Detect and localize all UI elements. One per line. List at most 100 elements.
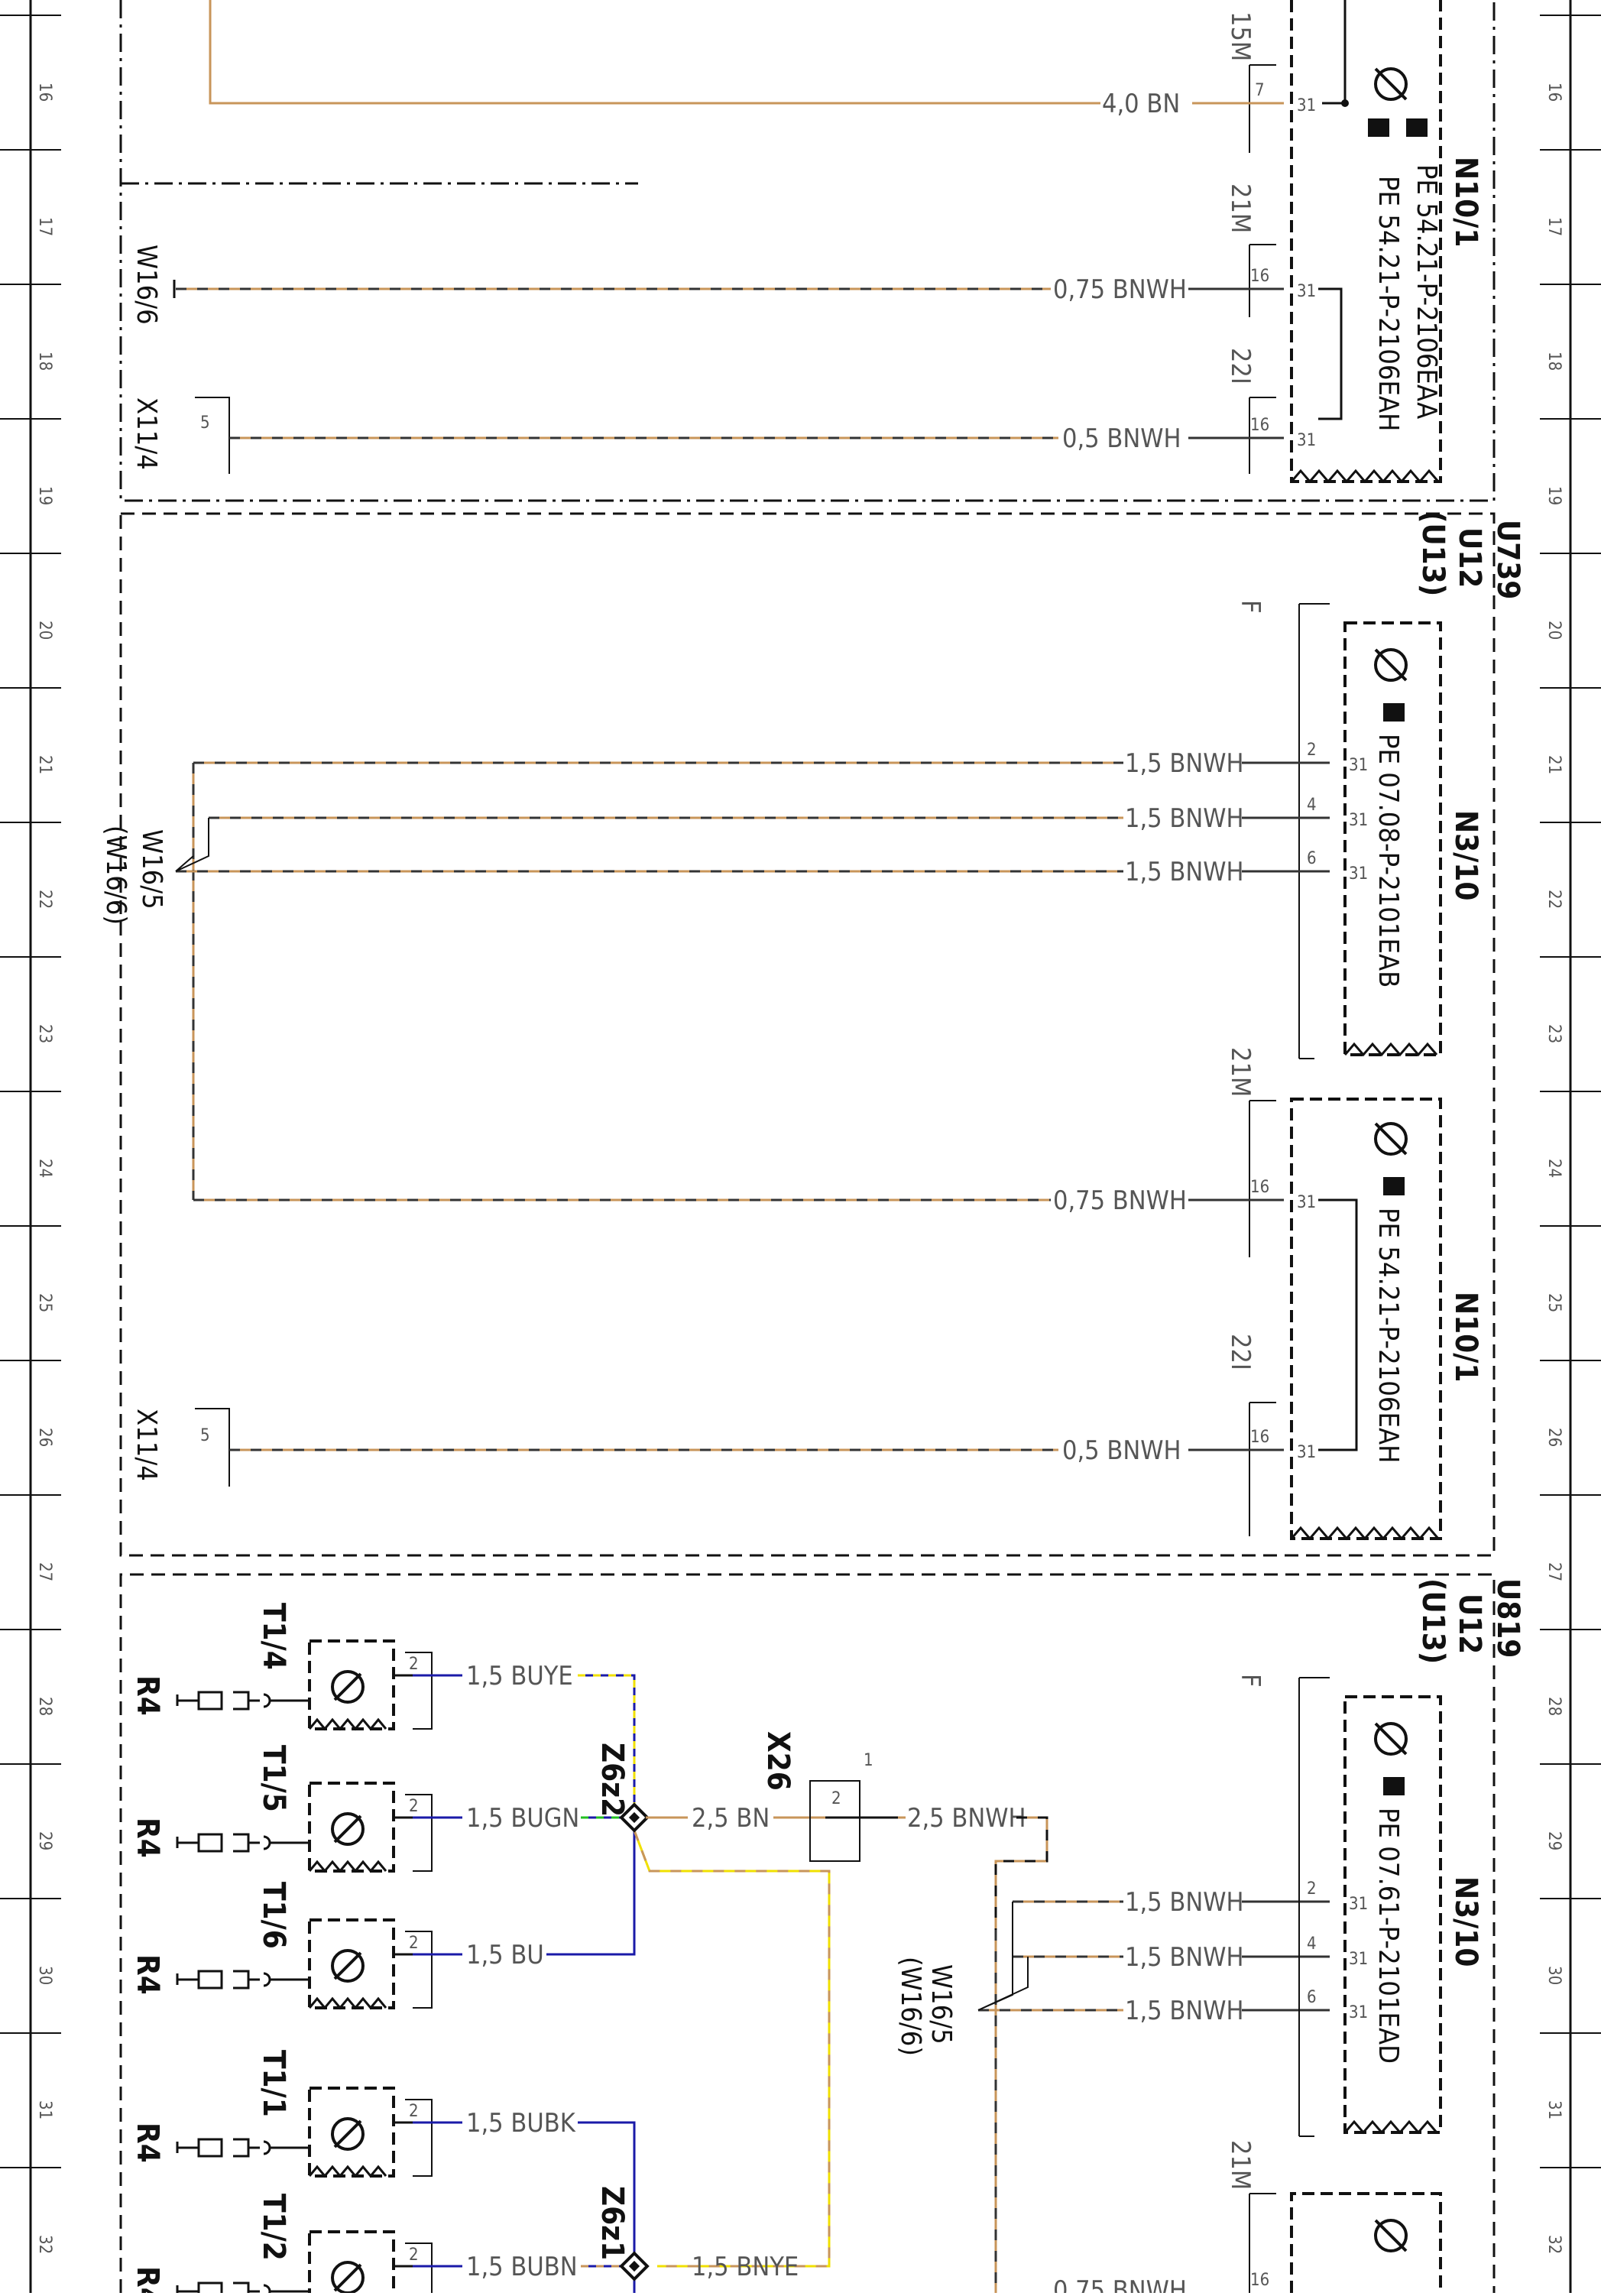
n3-10-mid-tag: N3/10	[1448, 810, 1483, 900]
wire-label: 1,5 BNWH	[1125, 748, 1243, 779]
terminal-number: 31	[1297, 1443, 1316, 1462]
z6z2-splice-wiring: Z6z2 2,5 BN	[546, 1674, 831, 2268]
pin-number: 6	[1307, 1988, 1317, 2007]
splice-w16-6-mid: (W16/6)	[100, 825, 131, 925]
grid-row-number: 22	[1544, 890, 1564, 909]
pin-number: 2	[409, 1655, 419, 1674]
pin-number: 2	[409, 2102, 419, 2121]
terminal-number: 31	[1349, 756, 1368, 775]
source-pin: 5	[200, 413, 210, 433]
grid-row-number: 26	[1544, 1428, 1564, 1447]
connector-bracket	[1249, 64, 1276, 153]
n10-1-mid-tag: N10/1	[1448, 1292, 1483, 1382]
pin-number: 7	[1255, 81, 1265, 100]
grid-row-number: 20	[35, 621, 54, 640]
variant-u12-mid: U12	[1452, 527, 1487, 588]
wires-n3-10-mid: 1,5 BNWH 1,5 BNWH 1,5 BNWH 2 4 6 31 31 3…	[175, 741, 1368, 1200]
wires-n3-10-bottom: 1,5 BNWH 1,5 BNWH 1,5 BNWH 2 4 6 31 31 3…	[977, 1879, 1368, 2293]
terminal-number: 31	[1349, 2003, 1368, 2022]
resistor-symbol	[176, 2281, 310, 2296]
connector-bracket	[1249, 244, 1276, 317]
z6z1-tag: Z6z1	[595, 2186, 630, 2260]
grid-row-number: 25	[1544, 1293, 1564, 1312]
z6z1-out-label: 1,5 BNYE	[692, 2252, 799, 2282]
pin-number: 6	[1307, 849, 1317, 868]
wire-label: 1,5 BUYE	[466, 1661, 573, 1691]
terminal-number: 31	[1349, 1895, 1368, 1914]
terminal-number: 31	[1349, 1950, 1368, 1969]
temperature-sensor-icon	[331, 2117, 365, 2151]
z6z1-splice-wiring: Z6z1 1,5 BNYE	[578, 2121, 799, 2293]
wire-label: 0,5 BNWH	[1062, 1435, 1181, 1466]
ground-symbol-icon	[1374, 2219, 1408, 2252]
ground-symbol-icon	[1374, 1122, 1408, 1156]
grid-row-number: 16	[35, 83, 54, 102]
wire-4-0-bn: 4,0 BN 7 31	[209, 0, 1349, 119]
conn-15m: 15M	[1225, 11, 1256, 61]
conn-21m-bottom: 21M	[1225, 2140, 1256, 2190]
pin-number: 2	[1307, 741, 1317, 760]
grid-row-number: 31	[35, 2100, 54, 2119]
grid-row-number: 29	[35, 1831, 54, 1850]
ground-symbol-icon	[1374, 67, 1408, 101]
resistor-label: R4	[130, 2123, 165, 2163]
grid-row-number: 27	[1544, 1562, 1564, 1581]
connector-bracket	[1249, 397, 1276, 474]
grid-row-number: 29	[1544, 1831, 1564, 1850]
sensor-box	[308, 1639, 395, 1730]
hand-pointer-icon	[1383, 703, 1405, 722]
pin-number: 2	[1307, 1879, 1317, 1899]
variant-u13-bottom: (U13)	[1415, 1578, 1450, 1664]
hand-pointer-icon	[1383, 1777, 1405, 1795]
conn-f-mid: F	[1235, 600, 1266, 614]
pin-number: 2	[409, 1934, 419, 1953]
sensor-label: T1/5	[256, 1745, 291, 1812]
grid-row-number: 32	[1544, 2235, 1564, 2254]
n10-1-top-ref-2: PE 54.21-P-2106EAH	[1373, 176, 1404, 431]
grid-row-number: 19	[1544, 486, 1564, 505]
sensor-label: T1/1	[256, 2050, 291, 2117]
temperature-sensor-icon	[331, 1812, 365, 1846]
variant-u739: U739	[1490, 520, 1525, 599]
n10-1-top-module: N10/1 PE 54.21-P-2106EAA PE 54.21-P-2106…	[1290, 0, 1483, 484]
n3-10-bottom-ref: PE 07.61-P-2101EAD	[1373, 1808, 1404, 2064]
terminal-number: 31	[1349, 864, 1368, 884]
grid-row-number: 28	[35, 1697, 54, 1716]
sensor-box	[308, 2230, 395, 2296]
variant-u13-mid: (U13)	[1415, 511, 1450, 596]
connector-bracket	[1249, 1100, 1276, 1257]
wire-from-x26: 2,5 BNWH	[907, 1803, 1026, 1834]
n3-10-module-mid: N3/10 PE 07.08-P-2101EAB F	[1235, 600, 1483, 1059]
grid-row-number: 27	[35, 1562, 54, 1581]
pin-number: 2	[409, 2246, 419, 2265]
ground-symbol-icon	[1374, 648, 1408, 682]
terminal-number: 31	[1297, 96, 1316, 115]
grid-row-number: 31	[1544, 2100, 1564, 2119]
variant-u12-bottom: U12	[1452, 1594, 1487, 1654]
bottom-wire-label: 0,75 BNWH	[1053, 2275, 1187, 2293]
wire-label: 1,5 BNWH	[1125, 1996, 1243, 2026]
hand-pointer-icon	[1406, 118, 1428, 137]
pin-number: 16	[1250, 2271, 1269, 2290]
wire-0-75-bnwh-mid: 0,75 BNWH 16 31	[193, 1178, 1358, 1451]
temperature-sensor-icon	[331, 1670, 365, 1704]
wire-0-5-bnwh-top: X11/4 5 0,5 BNWH 16 31	[131, 397, 1316, 474]
sensor-label: T1/4	[256, 1603, 291, 1670]
terminal-number: 31	[1297, 431, 1316, 450]
splice-junction-icon	[619, 2251, 650, 2281]
conn-21m-top: 21M	[1225, 183, 1256, 233]
grid-row-number: 28	[1544, 1697, 1564, 1716]
wire-label: 1,5 BNWH	[1125, 1887, 1243, 1918]
n10-1-module-mid: N10/1 PE 54.21-P-2106EAH	[1290, 1098, 1483, 1541]
sensor-box	[308, 1782, 395, 1873]
n3-10-mid-ref: PE 07.08-P-2101EAB	[1373, 734, 1404, 987]
section-frames	[119, 0, 1496, 2293]
source-x11-4-mid: X11/4	[131, 1409, 162, 1481]
grid-row-number: 26	[35, 1428, 54, 1447]
grid-row-number: 17	[35, 217, 54, 236]
